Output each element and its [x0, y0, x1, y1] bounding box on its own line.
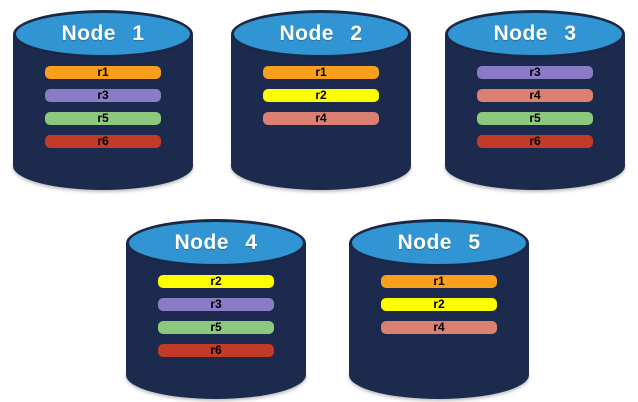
node-title: Node 3 — [493, 22, 577, 45]
cylinder-top — [349, 219, 529, 267]
replica-bar: r2 — [158, 275, 274, 288]
replica-bar: r5 — [45, 112, 161, 125]
replica-bar: r2 — [381, 298, 497, 311]
cylinder-top — [231, 10, 411, 58]
node-4-cylinder: Node 4 r2 r3 r5 r6 — [126, 219, 306, 399]
node-2-cylinder: Node 2 r1 r2 r4 — [231, 10, 411, 190]
replica-bar: r1 — [45, 66, 161, 79]
node-title: Node 2 — [279, 22, 363, 45]
node-title: Node 5 — [397, 231, 481, 254]
replica-bar: r6 — [45, 135, 161, 148]
replica-bar: r4 — [263, 112, 379, 125]
replica-list: r1 r2 r4 — [263, 66, 379, 125]
cylinder-top — [445, 10, 625, 58]
node-title: Node 1 — [61, 22, 145, 45]
cylinder-top — [13, 10, 193, 58]
replica-list: r1 r2 r4 — [381, 275, 497, 334]
replica-list: r1 r3 r5 r6 — [45, 66, 161, 148]
cylinder-top — [126, 219, 306, 267]
replica-bar: r5 — [158, 321, 274, 334]
cylinder-bottom — [13, 142, 193, 190]
replica-list: r2 r3 r5 r6 — [158, 275, 274, 357]
node-1-cylinder: Node 1 r1 r3 r5 r6 — [13, 10, 193, 190]
replica-bar: r3 — [158, 298, 274, 311]
node-3-cylinder: Node 3 r3 r4 r5 r6 — [445, 10, 625, 190]
replica-bar: r1 — [381, 275, 497, 288]
replica-bar: r1 — [263, 66, 379, 79]
replica-bar: r5 — [477, 112, 593, 125]
node-title: Node 4 — [174, 231, 258, 254]
cylinder-bottom — [445, 142, 625, 190]
replica-bar: r4 — [477, 89, 593, 102]
replica-bar: r6 — [158, 344, 274, 357]
cylinder-bottom — [231, 142, 411, 190]
replica-bar: r3 — [45, 89, 161, 102]
cylinder-bottom — [349, 351, 529, 399]
replica-bar: r2 — [263, 89, 379, 102]
node-5-cylinder: Node 5 r1 r2 r4 — [349, 219, 529, 399]
replica-bar: r4 — [381, 321, 497, 334]
cylinder-bottom — [126, 351, 306, 399]
replica-list: r3 r4 r5 r6 — [477, 66, 593, 148]
replica-bar: r6 — [477, 135, 593, 148]
replica-bar: r3 — [477, 66, 593, 79]
